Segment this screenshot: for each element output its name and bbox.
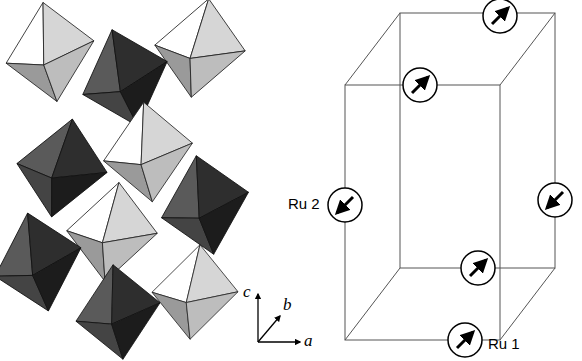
site-label: Ru 1 xyxy=(488,336,520,353)
unit-cell xyxy=(345,13,555,340)
axes xyxy=(258,294,300,342)
octahedra xyxy=(0,0,258,361)
site-label: Ru 2 xyxy=(288,196,320,213)
axis-label: a xyxy=(304,332,313,351)
axis-label: b xyxy=(283,296,292,315)
spin-sites xyxy=(328,0,572,357)
axis-label: c xyxy=(243,283,251,302)
